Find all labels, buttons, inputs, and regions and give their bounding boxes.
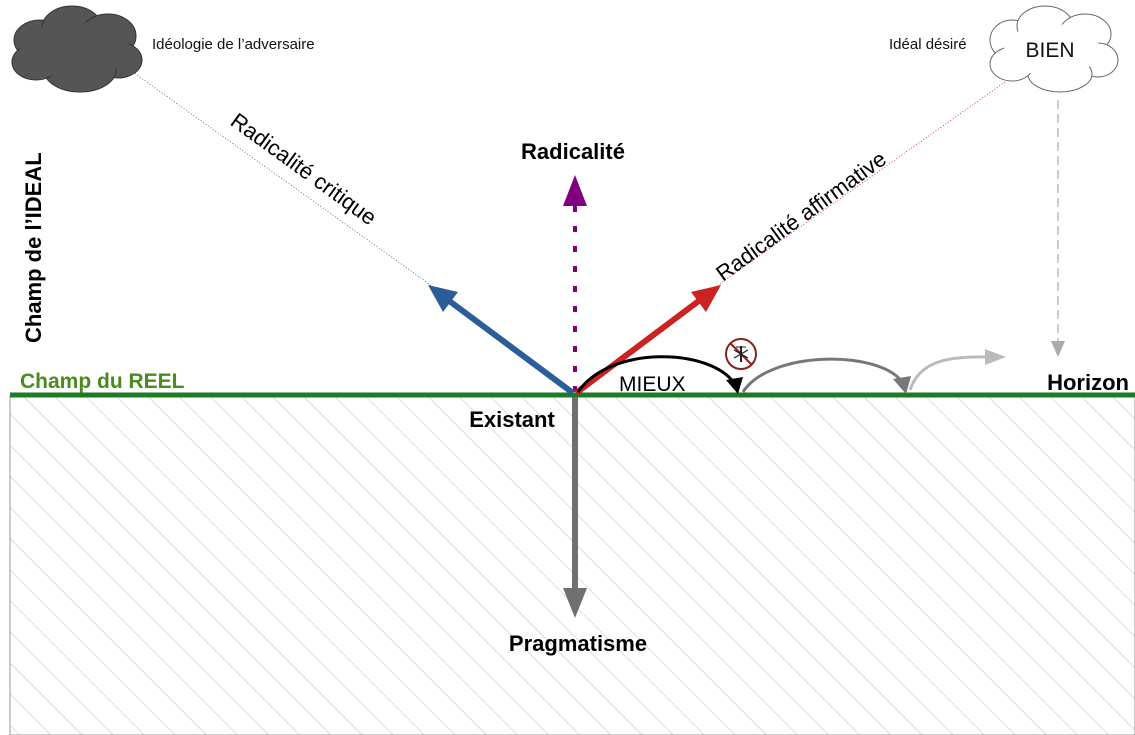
radicality-arrowhead	[563, 175, 587, 206]
affirmative-radicality-label: Radicalité affirmative	[711, 146, 891, 286]
pragmatism-label: Pragmatisme	[509, 631, 647, 656]
critical-radicality-label: Radicalité critique	[226, 108, 381, 230]
critical-guide-line	[129, 69, 433, 287]
ideal-drop-arrowhead	[1051, 341, 1065, 357]
existing-label: Existant	[469, 407, 555, 432]
next-step-arrowhead	[893, 376, 911, 394]
ideal-cloud	[989, 5, 1119, 93]
ideal-field-label: Champ de l’IDEAL	[21, 152, 46, 343]
desired-ideal-label: Idéal désiré	[889, 36, 967, 53]
better-arc	[576, 355, 736, 393]
pragmatism-arrowhead	[563, 588, 587, 618]
adversary-cloud	[11, 5, 143, 93]
affirmative-arrowhead	[691, 285, 721, 312]
real-field-label: Champ du REEL	[20, 370, 185, 393]
affirmative-arrow-shaft	[574, 297, 702, 396]
better-label: MIEUX	[619, 373, 686, 396]
horizon-label: Horizon	[1047, 370, 1129, 395]
critical-arrowhead	[428, 285, 458, 312]
further-step-arrowhead	[985, 349, 1006, 365]
good-label: BIEN	[1025, 39, 1074, 62]
better-arc-arrowhead	[726, 377, 743, 394]
radicality-label: Radicalité	[521, 139, 625, 164]
next-step-arc	[741, 357, 904, 393]
critical-arrow-shaft	[446, 297, 575, 396]
further-step-arc	[908, 355, 991, 391]
mosquito-crossed-icon	[725, 338, 757, 370]
adversary-ideology-label: Idéologie de l’adversaire	[152, 36, 315, 53]
